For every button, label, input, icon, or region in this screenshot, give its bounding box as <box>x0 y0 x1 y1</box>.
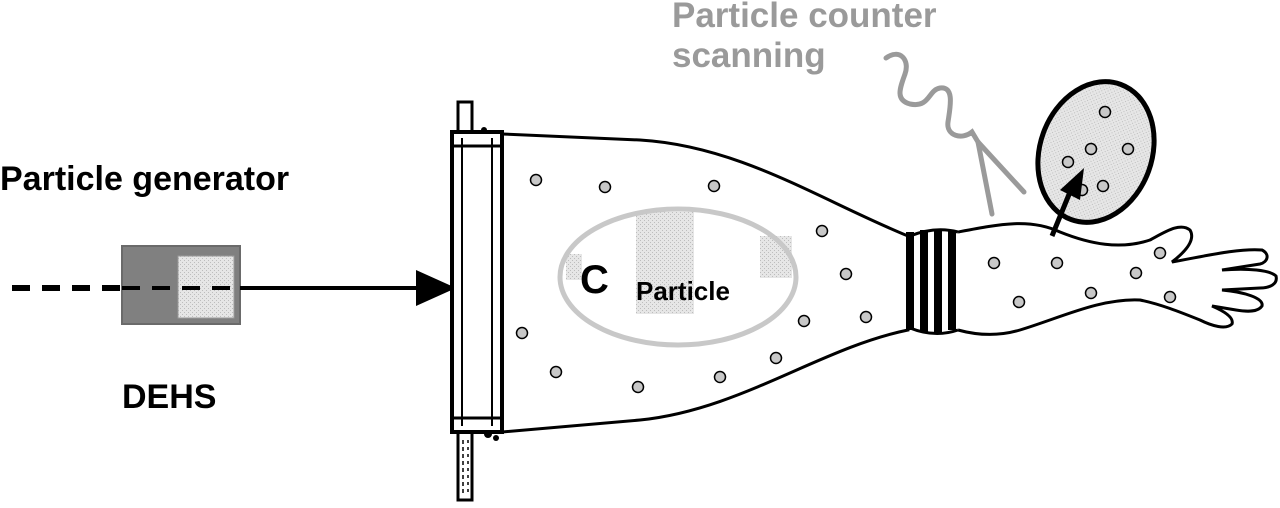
particle-generator-label: Particle generator <box>0 160 290 198</box>
particle-counter-label: Particle counter scanning <box>672 0 937 76</box>
injection-arrow <box>240 270 456 306</box>
dehs-label: DEHS <box>122 378 217 416</box>
particle-generator-box <box>121 245 241 325</box>
particle-counter-label-line2: scanning <box>672 36 826 75</box>
concentration-subscript: Particle <box>636 276 730 306</box>
particle-counter-label-line1: Particle counter <box>672 0 937 35</box>
glove-port-flange <box>450 100 504 502</box>
concentration-zone <box>557 206 799 348</box>
particles <box>515 173 1177 394</box>
glove-hand <box>957 222 1278 336</box>
scanning-probe-icon <box>883 51 1027 217</box>
zoom-detail <box>1035 79 1157 237</box>
glove-wrist-cuff <box>906 228 959 335</box>
concentration-symbol: C <box>580 258 609 302</box>
